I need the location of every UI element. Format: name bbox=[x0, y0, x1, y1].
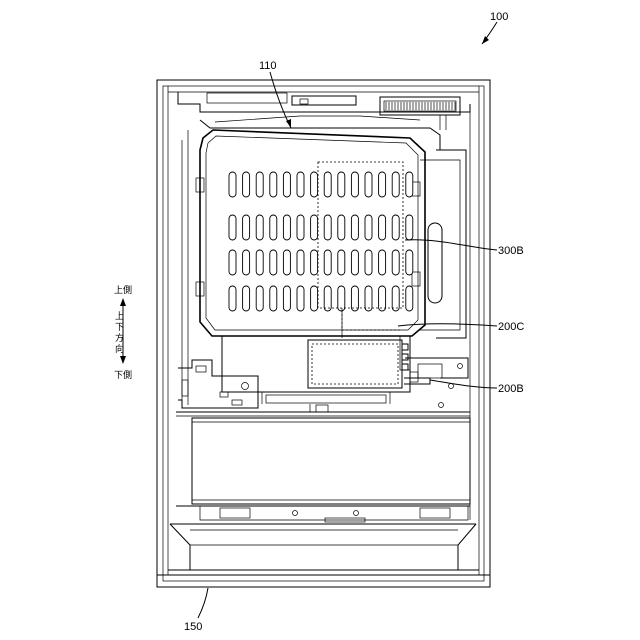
vent-slot bbox=[256, 215, 263, 240]
leader-lines bbox=[120, 22, 497, 618]
vent-slot bbox=[338, 215, 345, 240]
vent-slot bbox=[270, 286, 277, 311]
arrow-head-icon bbox=[286, 119, 291, 128]
down-arrow-icon bbox=[120, 356, 126, 364]
vent-slot bbox=[379, 172, 386, 197]
vent-slot bbox=[256, 250, 263, 275]
label-100: 100 bbox=[490, 11, 508, 23]
vent-slot bbox=[283, 172, 290, 197]
vent-slot bbox=[392, 172, 399, 197]
vent-slot bbox=[229, 286, 236, 311]
vent-slot bbox=[297, 172, 304, 197]
vent-slot bbox=[256, 286, 263, 311]
vent-slot bbox=[406, 215, 413, 240]
vent-slot bbox=[243, 215, 250, 240]
vent-slot bbox=[406, 250, 413, 275]
vent-slot bbox=[324, 286, 331, 311]
vent-slot bbox=[365, 172, 372, 197]
vent-slot bbox=[365, 215, 372, 240]
vent-slot bbox=[229, 215, 236, 240]
vent-slot bbox=[351, 286, 358, 311]
vent-slot bbox=[379, 215, 386, 240]
vent-slot bbox=[406, 172, 413, 197]
vent-slot bbox=[365, 250, 372, 275]
vent-slot bbox=[229, 172, 236, 197]
direction-axis-char-1: 上 bbox=[115, 311, 124, 322]
direction-axis-char-2: 下 bbox=[115, 323, 124, 333]
vent-slot bbox=[351, 250, 358, 275]
base bbox=[168, 506, 479, 570]
vent-slot bbox=[297, 250, 304, 275]
vent-slot bbox=[270, 172, 277, 197]
connector-pins bbox=[386, 102, 455, 110]
direction-upper-label: 上側 bbox=[114, 284, 132, 296]
direction-axis-char-4: 向 bbox=[115, 343, 124, 355]
vent-slot bbox=[283, 286, 290, 311]
vent-slot bbox=[324, 172, 331, 197]
vent-slot bbox=[338, 286, 345, 311]
vent-slot bbox=[324, 215, 331, 240]
direction-axis-char-3: 方 bbox=[115, 332, 124, 344]
vent-slot bbox=[243, 172, 250, 197]
vent-slot bbox=[256, 172, 263, 197]
vent-slot bbox=[392, 215, 399, 240]
label-200B: 200B bbox=[498, 383, 524, 395]
direction-lower-label: 下側 bbox=[114, 369, 132, 381]
left-bracket bbox=[178, 360, 258, 408]
vent-slot bbox=[379, 286, 386, 311]
vent-slot bbox=[338, 172, 345, 197]
vent-slot bbox=[379, 250, 386, 275]
vent-slot bbox=[338, 250, 345, 275]
right-frame bbox=[405, 112, 470, 520]
vent-slot bbox=[311, 172, 318, 197]
arrow-head-icon bbox=[482, 36, 489, 44]
label-150: 150 bbox=[184, 621, 202, 633]
vent-slot bbox=[365, 286, 372, 311]
vent-slot bbox=[311, 215, 318, 240]
vent-slot bbox=[243, 250, 250, 275]
label-110: 110 bbox=[259, 60, 277, 72]
vent-slot bbox=[392, 250, 399, 275]
middle-rails bbox=[176, 404, 470, 416]
vent-slot bbox=[229, 250, 236, 275]
vent-slot bbox=[351, 172, 358, 197]
vent-slot bbox=[311, 286, 318, 311]
vent-slot bbox=[351, 215, 358, 240]
outer-housing bbox=[157, 80, 490, 587]
vent-slots bbox=[229, 172, 413, 311]
vent-slot bbox=[270, 215, 277, 240]
vent-slot bbox=[270, 250, 277, 275]
up-arrow-icon bbox=[120, 298, 126, 306]
vent-slot bbox=[297, 215, 304, 240]
vent-slot bbox=[392, 286, 399, 311]
vent-slot bbox=[297, 286, 304, 311]
vent-slot bbox=[243, 286, 250, 311]
lower-box bbox=[192, 418, 470, 504]
vent-slot bbox=[283, 250, 290, 275]
label-300B: 300B bbox=[498, 245, 524, 257]
vent-slot bbox=[283, 215, 290, 240]
vent-slot bbox=[311, 250, 318, 275]
lower-electronics bbox=[222, 308, 430, 404]
label-200C: 200C bbox=[498, 321, 524, 333]
region-200C-outline bbox=[312, 344, 398, 384]
vent-slot bbox=[324, 250, 331, 275]
vent-slot bbox=[406, 286, 413, 311]
